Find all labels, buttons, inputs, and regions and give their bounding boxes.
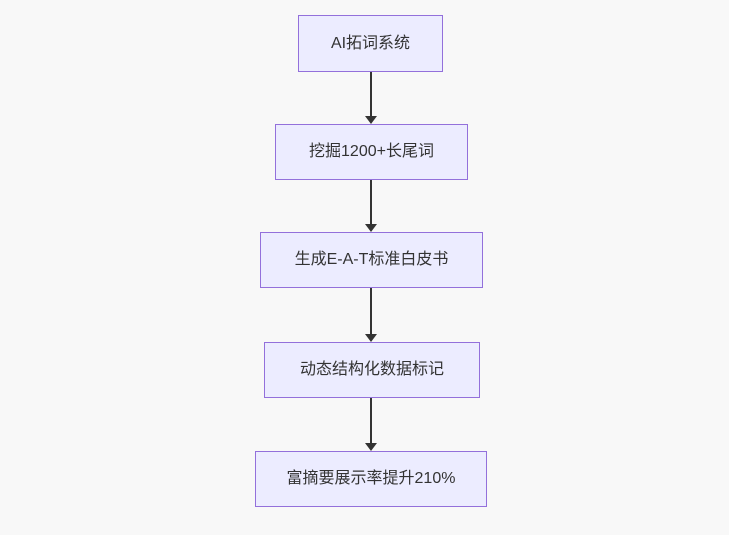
arrow-down-icon (365, 443, 377, 451)
arrow-down-icon (365, 116, 377, 124)
edge-line-1 (370, 72, 372, 116)
node-label: 富摘要展示率提升210% (286, 470, 456, 487)
edge-line-4 (370, 398, 372, 443)
node-label: AI拓词系统 (330, 34, 411, 52)
flowchart-node-rich-snippet-result: 富摘要展示率提升210% (255, 451, 487, 507)
node-label: 动态结构化数据标记 (299, 361, 444, 378)
flowchart-node-eat-whitepaper: 生成E-A-T标准白皮书 (260, 232, 483, 288)
node-label: 挖掘1200+长尾词 (309, 143, 434, 160)
flowchart-node-ai-word-system: AI拓词系统 (298, 15, 443, 72)
flowchart-node-structured-data: 动态结构化数据标记 (264, 342, 480, 398)
arrow-down-icon (365, 334, 377, 342)
node-label: 生成E-A-T标准白皮书 (294, 251, 449, 268)
edge-line-3 (370, 288, 372, 334)
edge-line-2 (370, 180, 372, 224)
flowchart-node-longtail-mining: 挖掘1200+长尾词 (275, 124, 468, 180)
arrow-down-icon (365, 224, 377, 232)
